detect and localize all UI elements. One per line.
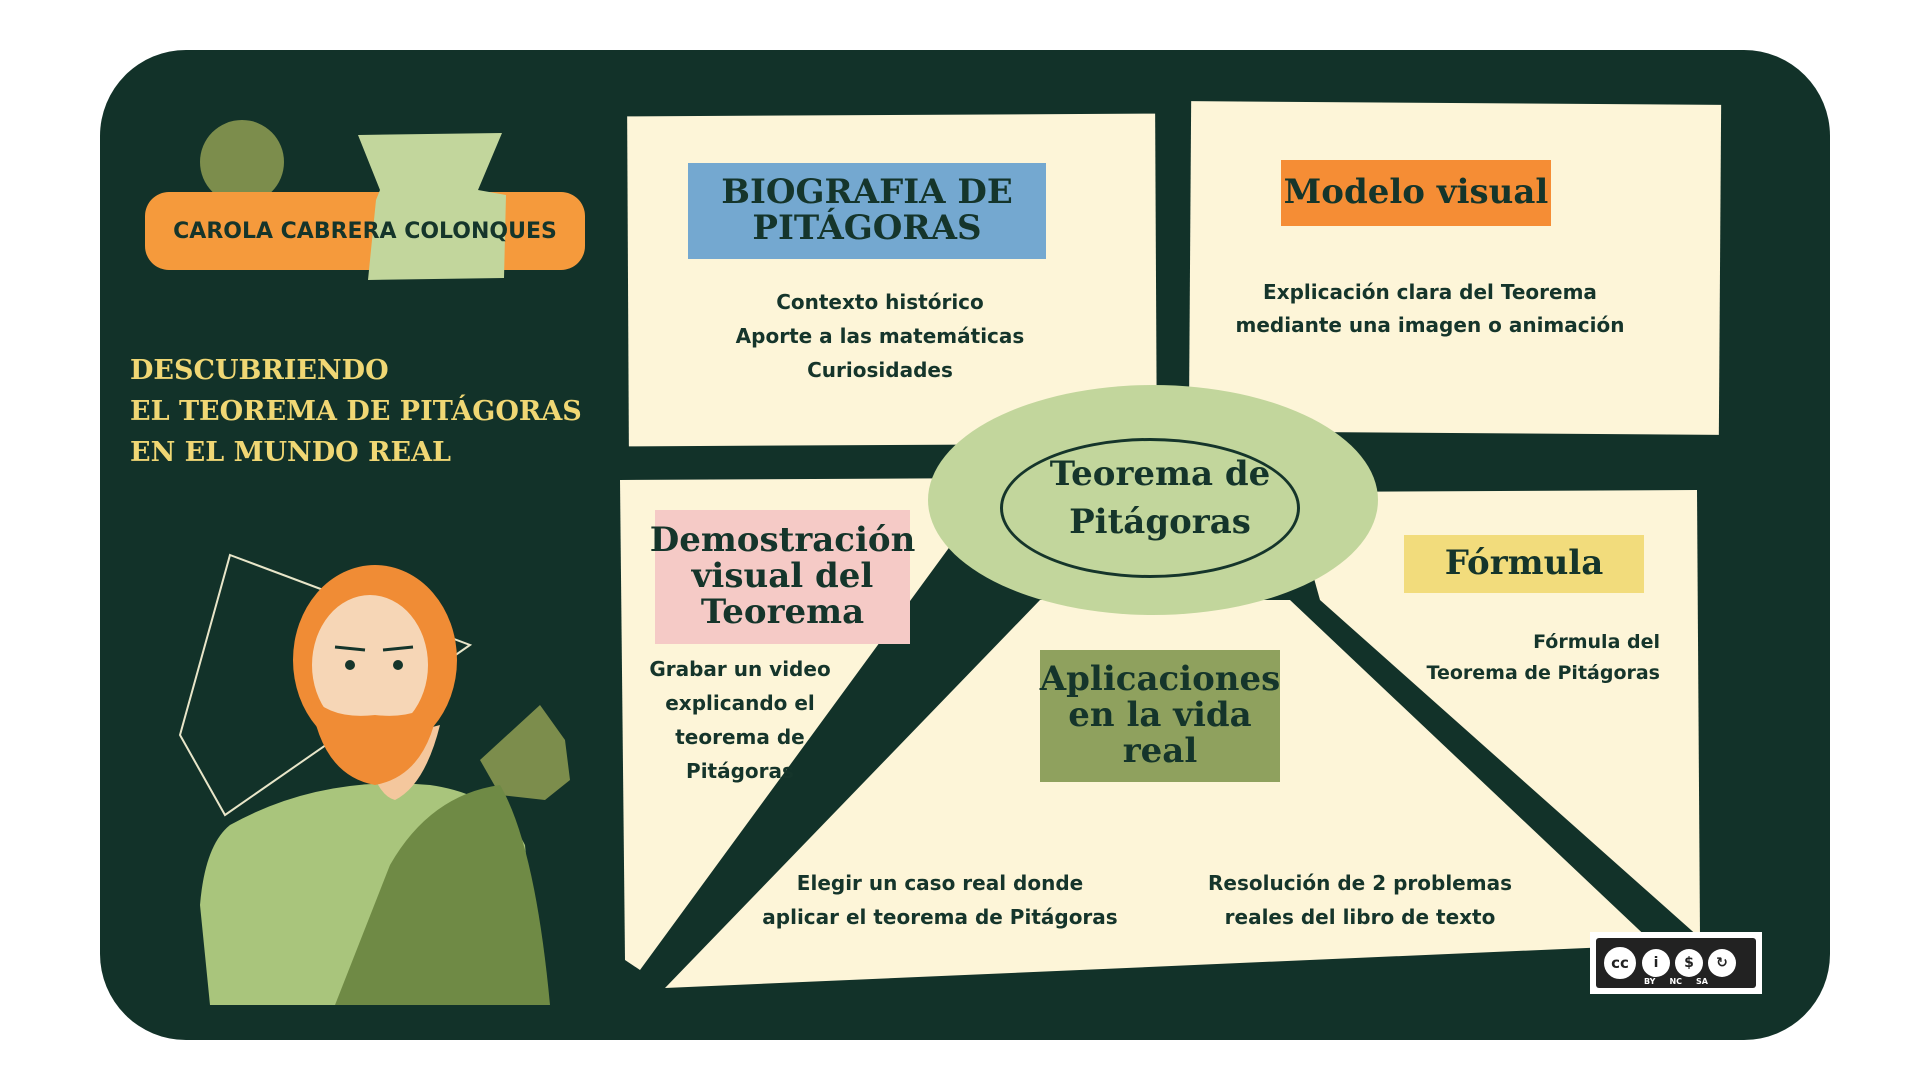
aplicaciones-heading-line1: Aplicaciones (1039, 659, 1281, 700)
aplicaciones-heading-line3: real (1122, 730, 1198, 771)
demostracion-heading-line2: visual del (691, 556, 874, 597)
hub-title-line2: Pitágoras (1069, 502, 1251, 542)
license-badge-inner: cc i $ ↻ BY NC SA (1596, 938, 1756, 988)
aplicaciones-heading: Aplicaciones en la vida real (1040, 650, 1280, 782)
cc-icon: cc (1602, 945, 1638, 981)
aplicaciones-left-line2: aplicar el teorema de Pitágoras (762, 905, 1118, 929)
by-icon: i (1642, 949, 1670, 977)
author-decor-circle (200, 120, 284, 204)
demostracion-heading-line3: Teorema (700, 591, 865, 632)
hub-title-line1: Teorema de (1049, 454, 1271, 494)
biografia-heading-line2: PITÁGORAS (752, 208, 982, 248)
sa-icon: ↻ (1708, 949, 1736, 977)
page-title-line2: EL TEOREMA DE PITÁGORAS (130, 396, 582, 427)
cc-by-nc-sa-icon[interactable]: cc i $ ↻ BY NC SA (1590, 932, 1762, 994)
author-name: CAROLA CABRERA COLONQUES (173, 218, 557, 244)
page-title-line1: DESCUBRIENDO (130, 355, 389, 386)
demostracion-line2: explicando el (665, 691, 815, 715)
license-by: BY (1644, 977, 1656, 986)
biografia-heading-line1: BIOGRAFIA DE (721, 172, 1013, 213)
aplicaciones-right-text: Resolución de 2 problemas reales del lib… (1180, 866, 1540, 934)
demostracion-line1: Grabar un video (649, 657, 831, 681)
pythagoras-illustration-icon (178, 553, 570, 1005)
demostracion-heading: Demostración visual del Teorema (650, 510, 915, 644)
hub-outline (1000, 438, 1300, 578)
biografia-heading: BIOGRAFIA DE PITÁGORAS (688, 163, 1046, 259)
modelo-visual-line1: Explicación clara del Teorema (1263, 280, 1597, 304)
aplicaciones-right-line2: reales del libro de texto (1224, 905, 1496, 929)
formula-line1: Fórmula del (1533, 631, 1660, 653)
formula-line2: Teorema de Pitágoras (1426, 662, 1660, 684)
license-sa: SA (1696, 977, 1708, 986)
license-labels: BY NC SA (1644, 977, 1708, 986)
page-title: DESCUBRIENDO EL TEOREMA DE PITÁGORAS EN … (130, 350, 610, 473)
formula-text: Fórmula del Teorema de Pitágoras (1400, 627, 1660, 689)
aplicaciones-left-text: Elegir un caso real donde aplicar el teo… (740, 866, 1140, 934)
demostracion-text: Grabar un video explicando el teorema de… (630, 652, 850, 788)
hub-title: Teorema de Pitágoras (1010, 450, 1310, 570)
modelo-visual-heading: Modelo visual (1281, 160, 1551, 226)
demostracion-line4: Pitágoras (686, 759, 794, 783)
aplicaciones-heading-line2: en la vida (1068, 695, 1252, 736)
nc-icon: $ (1675, 949, 1703, 977)
biografia-item-3: Curiosidades (807, 358, 953, 382)
license-nc: NC (1669, 977, 1683, 986)
modelo-visual-text: Explicación clara del Teorema mediante u… (1195, 276, 1665, 342)
biografia-items: Contexto histórico Aporte a las matemáti… (700, 285, 1060, 387)
demostracion-heading-line1: Demostración (649, 520, 916, 561)
panel-formula (1290, 490, 1700, 938)
panel-aplicaciones (665, 600, 1655, 988)
biografia-item-1: Contexto histórico (776, 290, 984, 314)
aplicaciones-right-line1: Resolución de 2 problemas (1208, 871, 1512, 895)
modelo-visual-line2: mediante una imagen o animación (1235, 313, 1625, 337)
aplicaciones-left-line1: Elegir un caso real donde (796, 871, 1084, 895)
formula-heading: Fórmula (1404, 535, 1644, 593)
page-title-line3: EN EL MUNDO REAL (130, 437, 452, 468)
biografia-item-2: Aporte a las matemáticas (735, 324, 1025, 348)
demostracion-line3: teorema de (675, 725, 805, 749)
